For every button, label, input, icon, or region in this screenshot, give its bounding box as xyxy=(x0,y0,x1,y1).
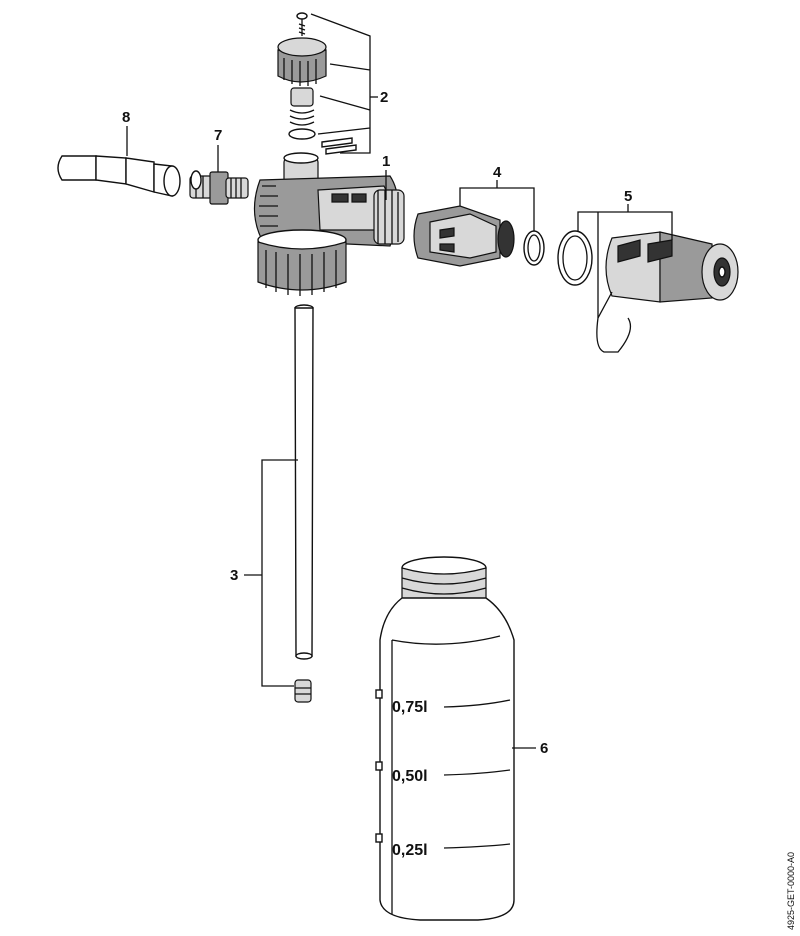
callout-2-bracket xyxy=(310,13,371,154)
tube-filter xyxy=(294,679,312,703)
o-ring-small xyxy=(288,128,316,140)
part-2-valve-assembly xyxy=(277,12,378,155)
part-6-bottle xyxy=(375,556,515,921)
callout-1: 1 xyxy=(382,153,390,170)
callout-8: 8 xyxy=(122,109,130,126)
scale-label-025: 0,25l xyxy=(392,842,428,859)
scale-label-075: 0,75l xyxy=(392,699,428,716)
callout-5-bracket xyxy=(577,211,673,318)
part-1-nozzle-body xyxy=(253,152,405,296)
part-5-spray-head xyxy=(557,230,739,353)
o-ring-4 xyxy=(523,230,545,266)
hook xyxy=(596,291,632,353)
valve-cap xyxy=(277,37,327,86)
callout-3-bracket xyxy=(261,459,298,687)
screw xyxy=(296,12,308,36)
valve-insert xyxy=(289,87,315,126)
document-id: 4925-GET-0000-A0 xyxy=(786,852,796,930)
callout-6: 6 xyxy=(540,740,548,757)
callout-7: 7 xyxy=(214,127,222,144)
scale-label-050: 0,50l xyxy=(392,768,428,785)
callout-4: 4 xyxy=(493,164,502,181)
part-3-suction-tube xyxy=(294,304,314,703)
retaining-clip xyxy=(321,137,357,155)
callout-5: 5 xyxy=(624,188,632,205)
part-8-extension-pipe xyxy=(57,155,202,197)
callout-3: 3 xyxy=(230,567,238,584)
o-ring-5 xyxy=(557,230,593,286)
callout-2: 2 xyxy=(380,89,388,106)
part-4-nozzle-insert xyxy=(413,205,545,267)
